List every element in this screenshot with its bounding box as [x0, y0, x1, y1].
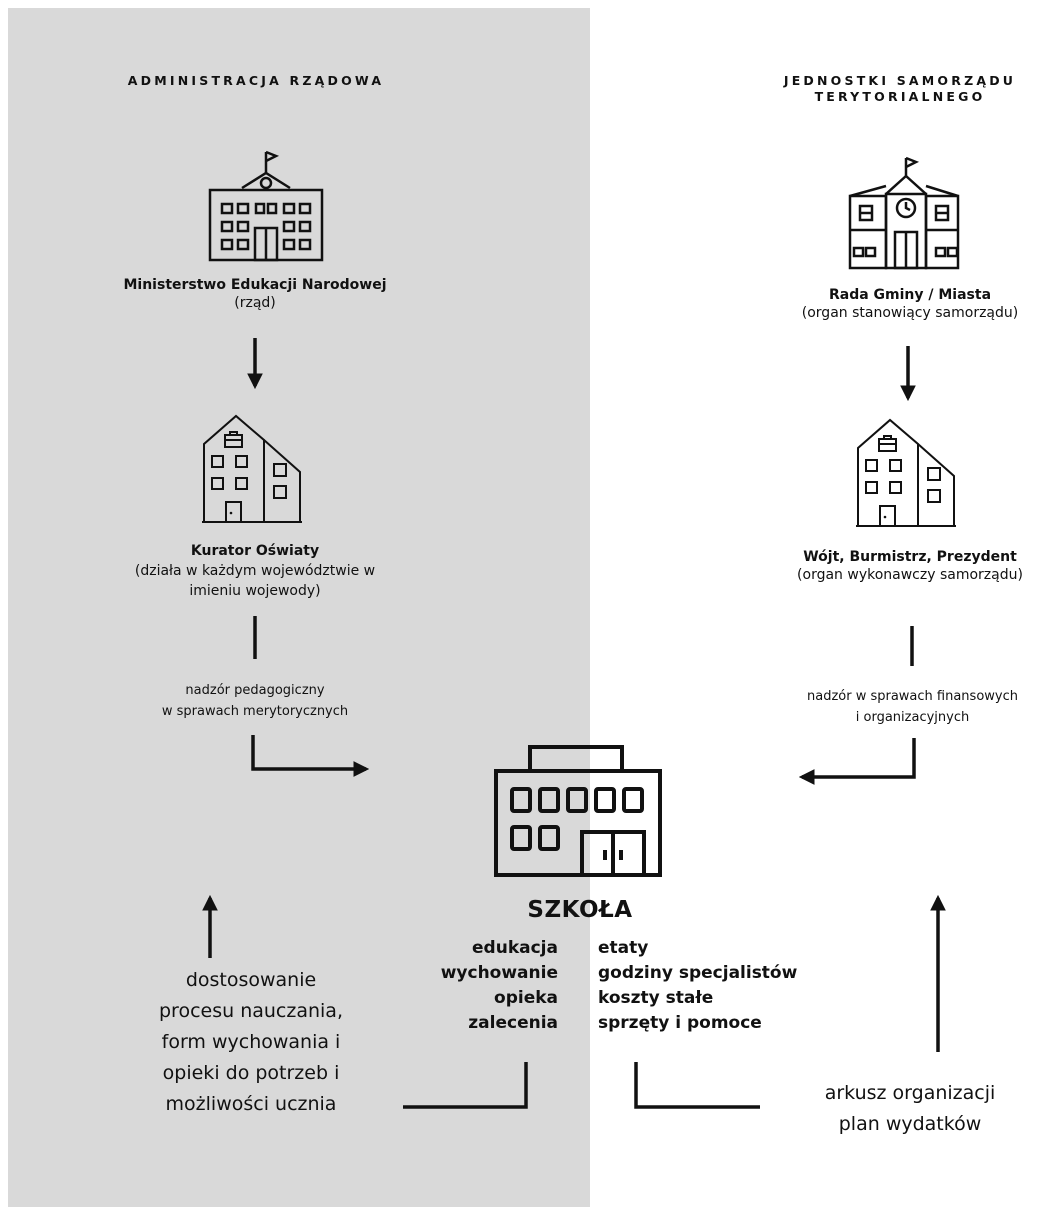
- council-description: (organ stanowiący samorządu): [801, 305, 1019, 321]
- financial-supervision-line1: nadzór w sprawach finansowych: [806, 689, 1018, 704]
- school-education-tasks: edukacja wychowanie opieka zalecenia: [441, 936, 558, 1036]
- curator-description-line2: imieniu wojewody): [189, 583, 321, 599]
- task-item: godziny specjalistów: [598, 963, 798, 983]
- task-item: koszty stałe: [598, 988, 714, 1008]
- school-building-icon: [494, 745, 662, 877]
- curator-name: Kurator Oświaty: [190, 543, 320, 559]
- task-item: edukacja: [472, 938, 558, 958]
- curator-description-line1: (działa w każdym województwie w: [134, 563, 376, 579]
- adaptation-line: możliwości ucznia: [165, 1093, 337, 1115]
- task-item: opieka: [494, 988, 558, 1008]
- left-tasks-bracket: [403, 1062, 528, 1109]
- local-gov-heading-line1: JEDNOSTKI SAMORZĄDU: [783, 73, 1017, 88]
- government-building-icon: [208, 150, 324, 262]
- office-building-icon: [856, 418, 956, 527]
- pedagogical-supervision-line2: w sprawach merytorycznych: [161, 704, 349, 719]
- local-gov-heading-line2: TERYTORIALNEGO: [814, 89, 986, 104]
- task-item: zalecenia: [468, 1013, 558, 1033]
- adaptation-line: opieki do potrzeb i: [162, 1062, 340, 1084]
- organization-sheet-line: plan wydatków: [838, 1113, 982, 1135]
- mayor-name: Wójt, Burmistrz, Prezydent: [803, 549, 1017, 565]
- adaptation-line: procesu nauczania,: [159, 1000, 343, 1022]
- town-hall-icon: [848, 156, 960, 270]
- adaptation-text: dostosowanie procesu nauczania, form wyc…: [96, 965, 406, 1120]
- ministry-description: (rząd): [234, 295, 276, 311]
- adaptation-line: dostosowanie: [185, 969, 317, 991]
- right-tasks-bracket: [634, 1062, 760, 1109]
- pedagogical-supervision-line1: nadzór pedagogiczny: [185, 683, 325, 698]
- school-resource-tasks: etaty godziny specjalistów koszty stałe …: [598, 936, 797, 1036]
- mayor-to-school-arrow: [798, 738, 916, 785]
- task-item: etaty: [598, 938, 649, 958]
- task-item: sprzęty i pomoce: [598, 1013, 762, 1033]
- council-name: Rada Gminy / Miasta: [828, 287, 992, 303]
- curator-to-school-arrow: [251, 735, 370, 777]
- gov-heading: ADMINISTRACJA RZĄDOWA: [127, 73, 385, 88]
- ministry-name: Ministerstwo Edukacji Narodowej: [123, 277, 387, 293]
- office-building-icon: [202, 414, 302, 523]
- task-item: wychowanie: [440, 963, 558, 983]
- financial-supervision-line2: i organizacyjnych: [855, 710, 970, 725]
- organization-sheet-line: arkusz organizacji: [824, 1082, 996, 1104]
- adaptation-line: form wychowania i: [161, 1031, 341, 1053]
- organization-sheet-text: arkusz organizacji plan wydatków: [770, 1078, 1050, 1140]
- school-title: SZKOŁA: [527, 897, 633, 923]
- mayor-description: (organ wykonawczy samorządu): [797, 567, 1023, 583]
